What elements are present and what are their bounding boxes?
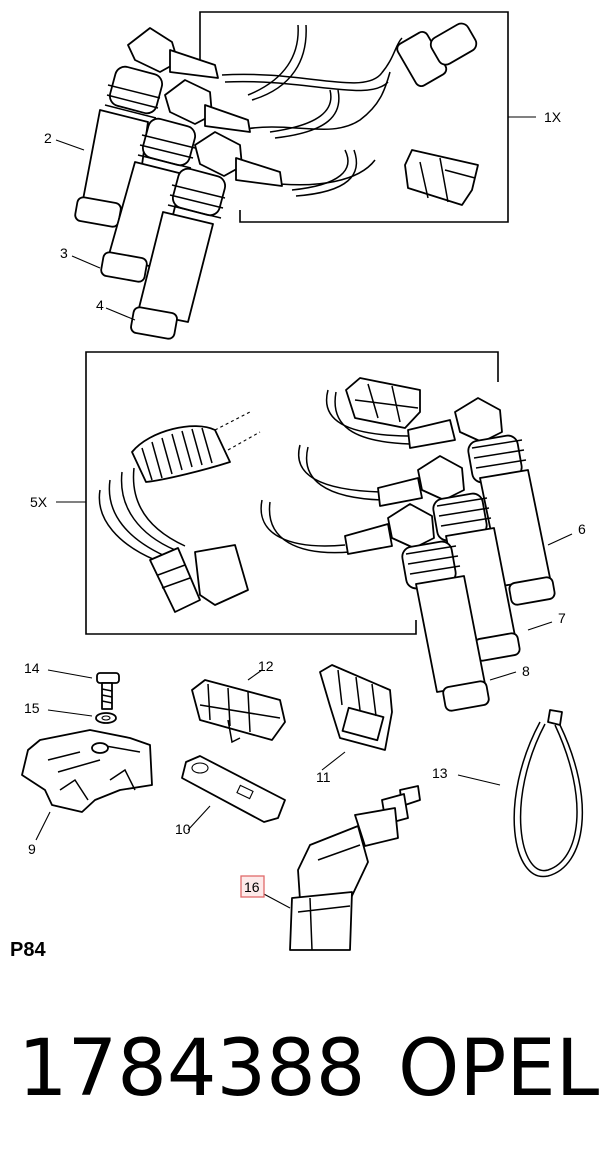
bracket-9 xyxy=(21,729,153,813)
clip-11 xyxy=(319,664,393,751)
callout-3: 3 xyxy=(60,245,68,261)
washer-15 xyxy=(95,712,117,724)
leader-4 xyxy=(105,307,136,321)
part-number: 1784388 xyxy=(18,1024,365,1114)
upper-wire-set xyxy=(55,11,536,340)
screw-14 xyxy=(96,672,120,710)
ignition-lead-4 xyxy=(130,131,283,340)
angle-connector-lower xyxy=(149,544,249,613)
callout-12: 12 xyxy=(258,658,274,674)
clip-middle xyxy=(345,377,421,429)
kit-bracket-5x xyxy=(85,351,499,635)
cable-tie-13 xyxy=(513,709,584,878)
clip-12 xyxy=(191,679,286,744)
callout-8: 8 xyxy=(522,663,530,679)
callout-11: 11 xyxy=(316,769,331,785)
leader-2 xyxy=(55,139,85,151)
callout-7: 7 xyxy=(558,610,566,626)
callout-1x: 1X xyxy=(544,109,562,125)
callout-6: 6 xyxy=(578,521,586,537)
callout-9: 9 xyxy=(28,841,36,857)
small-parts xyxy=(21,664,584,951)
callout-16: 16 xyxy=(244,879,260,895)
callout-13: 13 xyxy=(432,765,448,781)
callout-4: 4 xyxy=(96,297,104,313)
callout-15: 15 xyxy=(24,700,40,716)
callout-16-highlight-box xyxy=(240,875,265,898)
clip-upper xyxy=(404,149,479,206)
ignition-lead-2 xyxy=(74,27,219,228)
corrugated-sleeve xyxy=(131,411,261,483)
callout-2: 2 xyxy=(44,130,52,146)
callout-10: 10 xyxy=(175,821,191,837)
diagram-code: P84 xyxy=(10,939,46,961)
callout-5x: 5X xyxy=(30,494,48,510)
ignition-lead-7 xyxy=(377,455,521,662)
callout-14: 14 xyxy=(24,660,40,676)
leader-7 xyxy=(527,621,553,631)
leader-8 xyxy=(489,671,517,681)
leader-3 xyxy=(71,255,101,269)
spark-plug-boot-16 xyxy=(289,785,421,951)
ignition-lead-8 xyxy=(344,503,490,712)
middle-wire-set xyxy=(56,351,573,712)
brand-name: OPEL xyxy=(398,1024,600,1114)
strap-10 xyxy=(181,755,286,823)
leader-6 xyxy=(547,533,573,546)
